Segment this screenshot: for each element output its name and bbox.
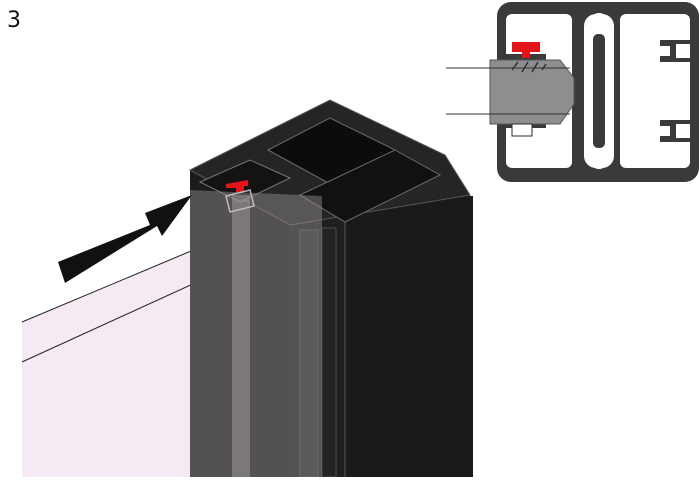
section-web — [593, 34, 605, 148]
glass-in-channel — [190, 190, 322, 477]
section-tslot-inner — [676, 44, 690, 58]
section-hole — [590, 13, 608, 31]
section-chamber-right — [620, 14, 690, 168]
section-glass — [489, 59, 575, 125]
section-clip-hatch — [511, 61, 547, 73]
seal-insert-icon — [226, 180, 248, 192]
section-slot-lip — [506, 54, 546, 64]
section-lower-clip — [511, 123, 533, 137]
glass-edge-strip — [232, 195, 250, 477]
section-tslot-inner — [676, 124, 690, 138]
profile-body-left — [190, 170, 290, 477]
arrow-right-icon — [58, 195, 192, 283]
profile-face-side — [345, 196, 473, 477]
profile-chamber — [298, 149, 442, 223]
section-detail — [446, 2, 699, 182]
seal-clip — [225, 189, 255, 213]
profile-groove — [321, 227, 337, 478]
seal-insert-icon — [512, 42, 540, 58]
section-hole — [590, 151, 608, 169]
step-number: 3 — [7, 8, 21, 33]
